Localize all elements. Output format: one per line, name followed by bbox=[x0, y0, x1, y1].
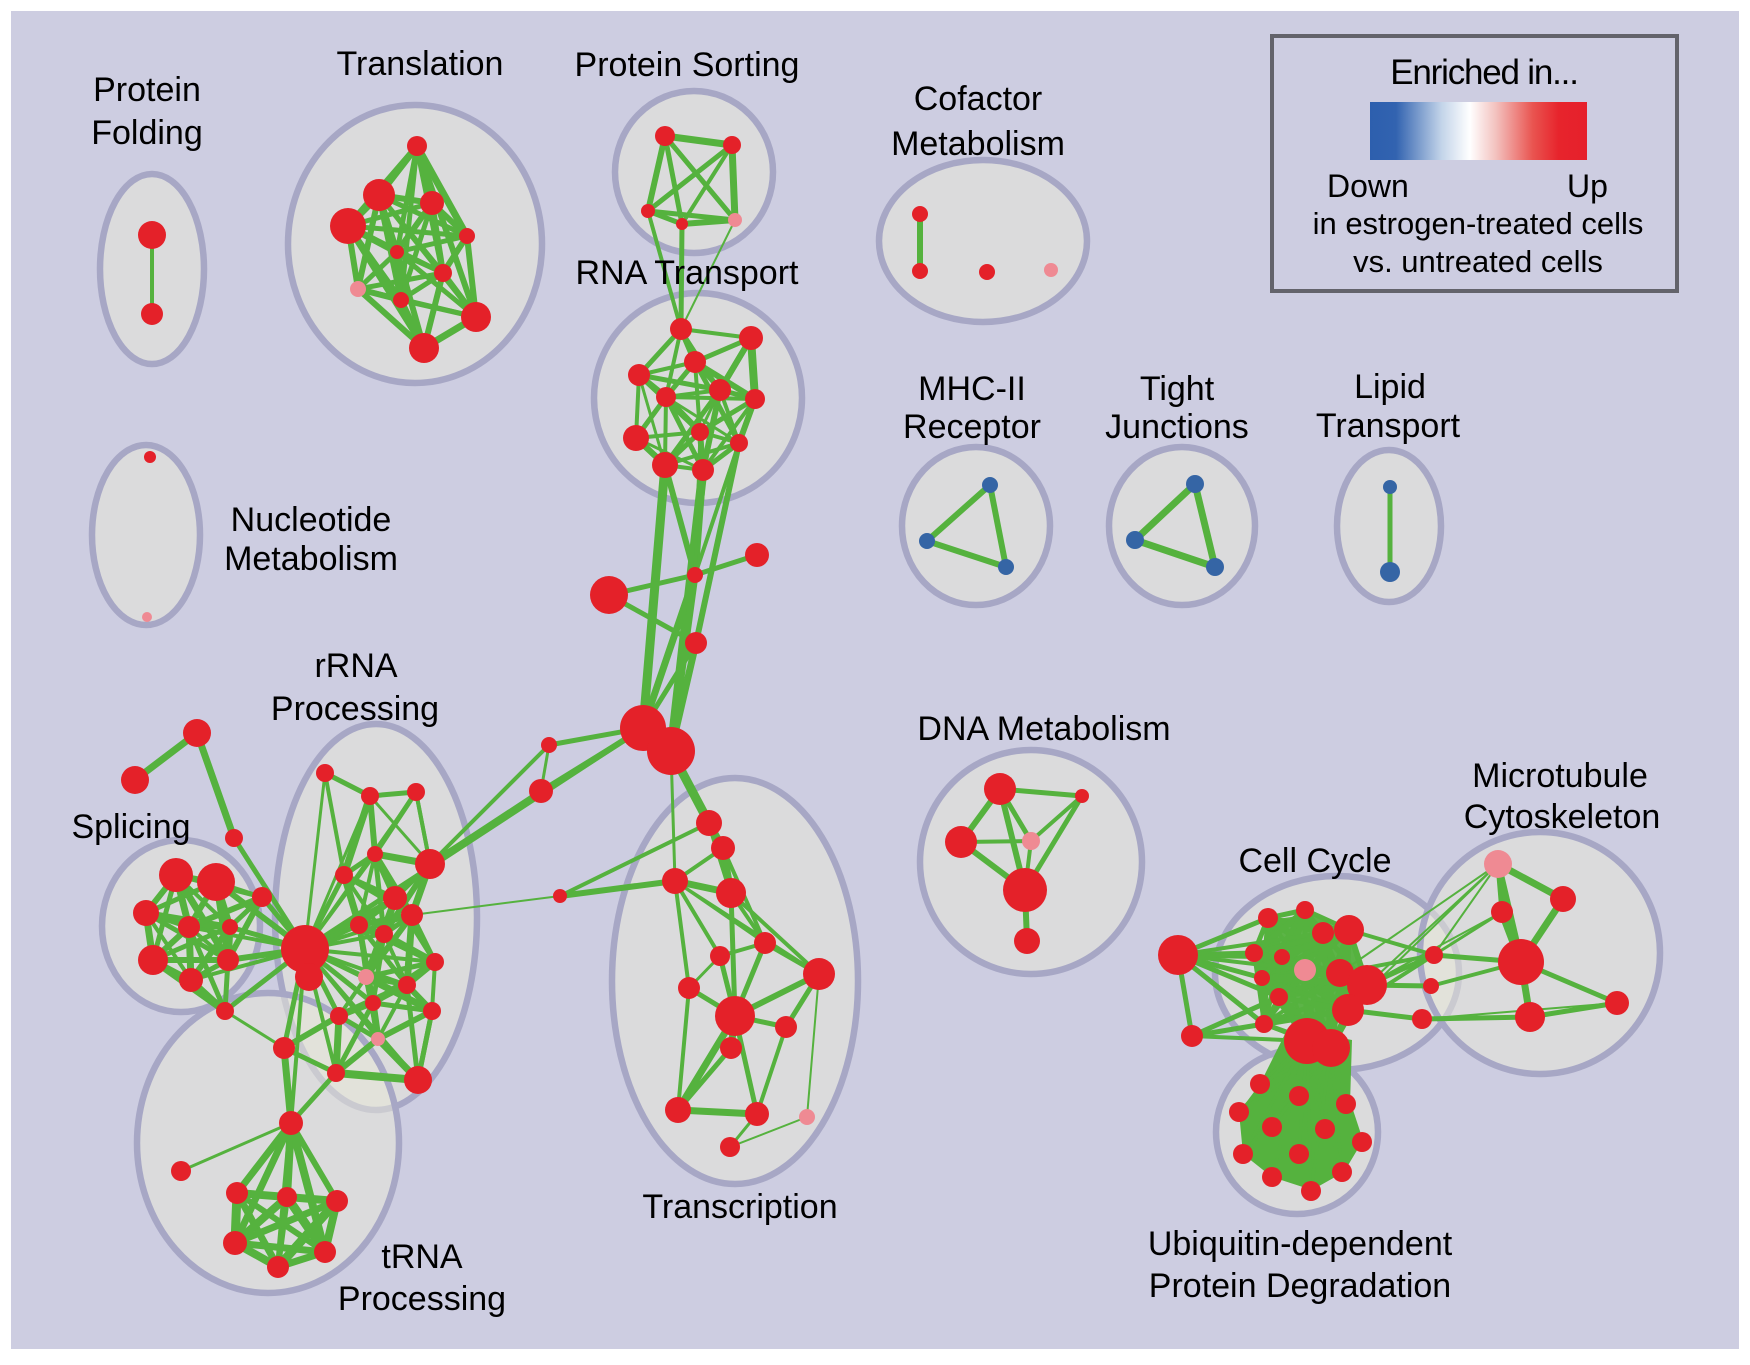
svg-text:DNA Metabolism: DNA Metabolism bbox=[917, 710, 1170, 748]
svg-text:Junctions: Junctions bbox=[1105, 408, 1249, 446]
svg-text:Enriched in...: Enriched in... bbox=[1390, 53, 1577, 92]
svg-text:Processing: Processing bbox=[271, 690, 439, 728]
svg-text:Up: Up bbox=[1567, 168, 1608, 204]
svg-text:Cofactor: Cofactor bbox=[914, 80, 1043, 118]
svg-text:MHC-II: MHC-II bbox=[918, 370, 1026, 408]
svg-text:Protein Degradation: Protein Degradation bbox=[1149, 1267, 1451, 1305]
svg-text:Processing: Processing bbox=[338, 1280, 506, 1318]
svg-text:Protein: Protein bbox=[93, 71, 201, 109]
svg-text:Lipid: Lipid bbox=[1354, 368, 1426, 406]
svg-text:in estrogen-treated cells: in estrogen-treated cells bbox=[1313, 206, 1644, 241]
svg-text:Down: Down bbox=[1327, 168, 1409, 204]
svg-text:Microtubule: Microtubule bbox=[1472, 757, 1648, 795]
svg-text:vs. untreated cells: vs. untreated cells bbox=[1353, 244, 1603, 279]
svg-text:Transcription: Transcription bbox=[642, 1188, 837, 1226]
svg-text:Translation: Translation bbox=[337, 45, 504, 83]
svg-text:Ubiquitin-dependent: Ubiquitin-dependent bbox=[1148, 1225, 1453, 1263]
svg-text:Protein Sorting: Protein Sorting bbox=[575, 46, 800, 84]
svg-text:Cell Cycle: Cell Cycle bbox=[1238, 842, 1391, 880]
svg-text:Folding: Folding bbox=[91, 114, 203, 152]
svg-text:Metabolism: Metabolism bbox=[891, 125, 1065, 163]
svg-text:Receptor: Receptor bbox=[903, 408, 1041, 446]
svg-text:Nucleotide: Nucleotide bbox=[231, 501, 392, 539]
svg-text:Transport: Transport bbox=[1316, 407, 1461, 445]
svg-text:tRNA: tRNA bbox=[381, 1238, 463, 1276]
svg-text:Tight: Tight bbox=[1140, 370, 1215, 408]
svg-text:rRNA: rRNA bbox=[314, 647, 397, 685]
svg-text:RNA Transport: RNA Transport bbox=[576, 254, 800, 292]
svg-text:Metabolism: Metabolism bbox=[224, 540, 398, 578]
svg-text:Cytoskeleton: Cytoskeleton bbox=[1464, 798, 1661, 836]
svg-text:Splicing: Splicing bbox=[71, 808, 190, 846]
